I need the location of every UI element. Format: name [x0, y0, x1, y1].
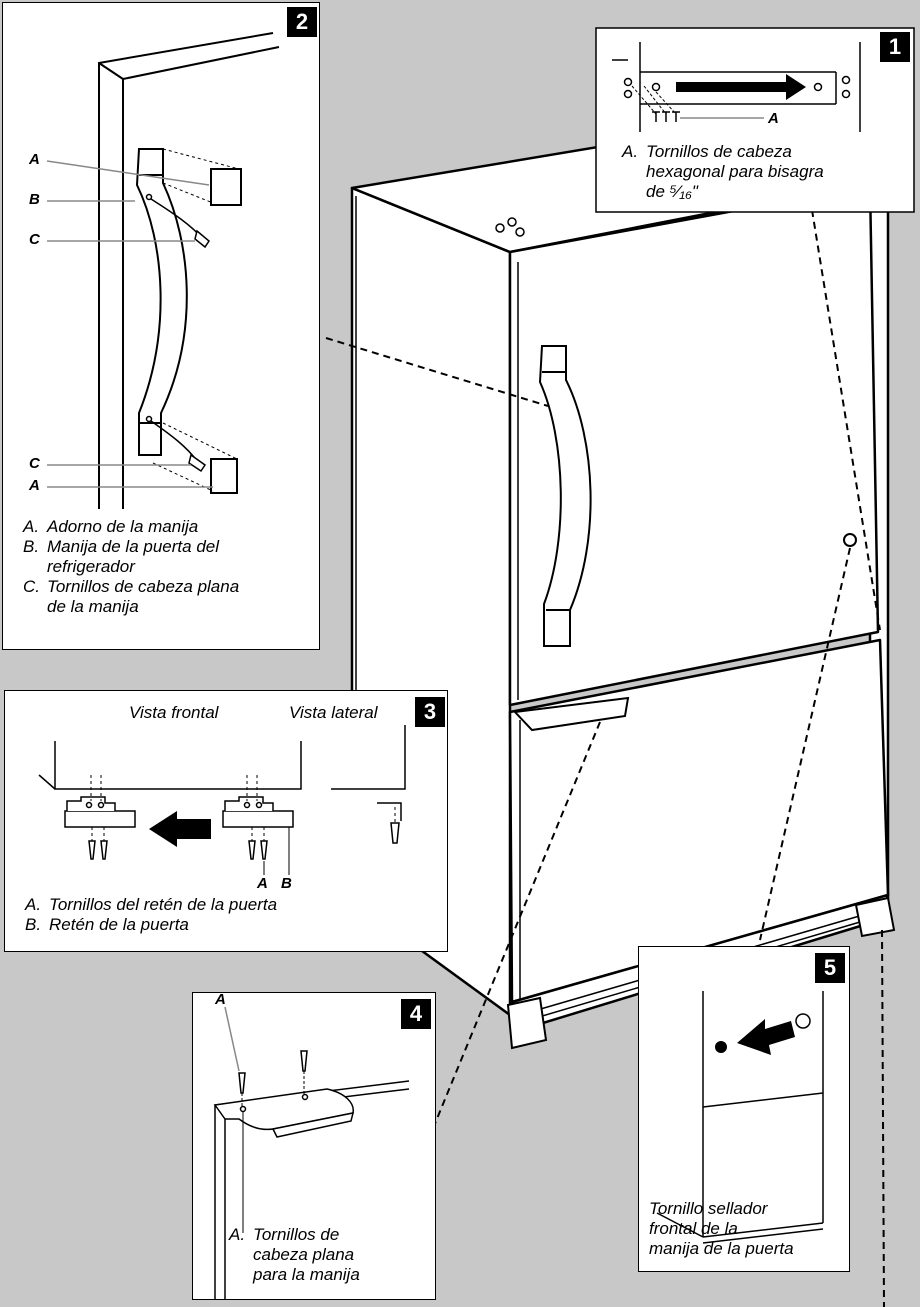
callout-a-trim-lower: A: [29, 477, 40, 494]
front-view-label: Vista frontal: [129, 703, 219, 722]
panel-5-sealer-screw: 5 Tornillo sellador frontal de la manija…: [638, 946, 850, 1272]
panel-3-door-stop: 3 Vista frontal Vista lateral A B A. Torn…: [4, 690, 448, 952]
side-view-label: Vista lateral: [289, 703, 378, 722]
legend-text: de ⁵⁄₁₆": [646, 182, 698, 201]
door-stop-drawing: [38, 725, 406, 875]
panel-4-legend: A. Tornillos de cabeza plana para la mani…: [229, 1225, 360, 1285]
caption-line: manija de la puerta: [649, 1239, 794, 1258]
legend-key: B.: [25, 915, 42, 934]
legend-key: C.: [23, 577, 40, 596]
legend-text: Tornillos del retén de la puerta: [49, 895, 278, 914]
legend-key: A.: [622, 142, 639, 161]
step-number-2: 2: [287, 7, 317, 37]
legend-text: Tornillos de cabeza: [646, 142, 792, 161]
legend-text: cabeza plana: [253, 1245, 355, 1264]
panel-5-caption: Tornillo sellador frontal de la manija d…: [649, 1199, 794, 1259]
legend-text: hexagonal para bisagra: [646, 162, 824, 181]
legend-text: Tornillos de: [253, 1225, 340, 1244]
panel-2-legend: A. Adorno de la manija B. Manija de la pue…: [23, 517, 239, 617]
step-number-1: 1: [880, 32, 910, 62]
legend-text: Adorno de la manija: [47, 517, 199, 536]
legend-text: refrigerador: [47, 557, 135, 576]
legend-text: de la manija: [47, 597, 139, 616]
handle-detail-drawing: [46, 32, 280, 509]
callout-a-hinge-screws: A: [768, 110, 779, 127]
freezer-handle: [512, 696, 630, 732]
caption-line: frontal de la: [649, 1219, 738, 1238]
legend-key: A.: [23, 517, 40, 536]
door-handle: [538, 345, 592, 647]
sealer-screw-drawing: [656, 991, 824, 1244]
callout-b-door-stop: B: [281, 875, 292, 892]
panel-3-legend: A. Tornillos del retén de la puerta B. Ret…: [25, 895, 277, 935]
legend-key: A.: [229, 1225, 246, 1244]
legend-text: Retén de la puerta: [49, 915, 189, 934]
step-number-5: 5: [815, 953, 845, 983]
step-number-3: 3: [415, 697, 445, 727]
callout-c-screw: C: [29, 231, 40, 248]
callout-c-screw-lower: C: [29, 455, 40, 472]
panel-4-freezer-handle: 4 A A. Tornillos de cabeza plana para la …: [192, 991, 436, 1300]
legend-key: B.: [23, 537, 40, 556]
legend-text: Manija de la puerta del: [47, 537, 220, 556]
callout-b-handle: B: [29, 191, 40, 208]
callout-a-stop-screws: A: [257, 875, 268, 892]
panel-2-handle-assembly: 2 A B C C A A. Adorno de la manija B. Mani…: [2, 2, 320, 650]
callout-a-handle-screws: A: [215, 991, 226, 1008]
caption-line: Tornillo sellador: [649, 1199, 768, 1218]
panel-1-legend: A. Tornillos de cabeza hexagonal para bis…: [622, 142, 824, 202]
legend-text: Tornillos de cabeza plana: [47, 577, 240, 596]
freezer-handle-drawing: [213, 1006, 410, 1299]
legend-key: A.: [25, 895, 42, 914]
callout-a-trim: A: [29, 151, 40, 168]
legend-text: para la manija: [253, 1265, 360, 1284]
step-number-4: 4: [401, 999, 431, 1029]
